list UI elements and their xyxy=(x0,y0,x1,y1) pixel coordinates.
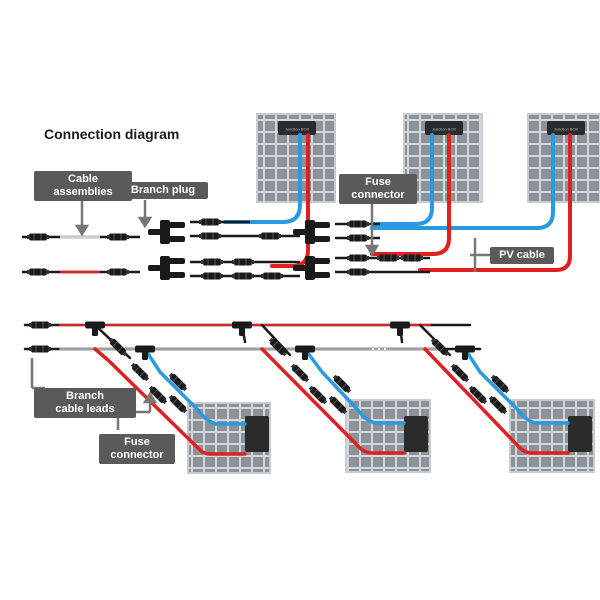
top-solar-panel-1 xyxy=(256,113,336,203)
bottom-solar-panel-2 xyxy=(345,399,431,473)
bottom-branch-leads xyxy=(93,323,570,456)
bottom-input-connectors xyxy=(28,321,52,353)
bottom-tee-connectors xyxy=(85,321,475,360)
label-branch-plug: Branch plug xyxy=(118,182,208,199)
top-solar-panel-3 xyxy=(527,113,600,203)
label-cable-assemblies: Cable assemblies xyxy=(34,171,132,201)
top-label-arrows xyxy=(74,200,490,272)
label-branch-cable-leads: Branch cable leads xyxy=(34,388,136,418)
bottom-solar-panel-3 xyxy=(509,399,595,473)
label-fuse-connector-bottom: Fuse connector xyxy=(99,434,175,464)
top-wires xyxy=(223,133,572,272)
branch-plugs xyxy=(148,220,330,280)
label-fuse-connector-top: Fuse connector xyxy=(339,174,417,204)
cable-assemblies xyxy=(22,233,140,276)
top-solar-panel-2 xyxy=(403,113,483,203)
label-pv-cable: PV cable xyxy=(490,247,554,264)
diagram-title: Connection diagram xyxy=(44,126,180,142)
top-connectors xyxy=(190,218,430,280)
